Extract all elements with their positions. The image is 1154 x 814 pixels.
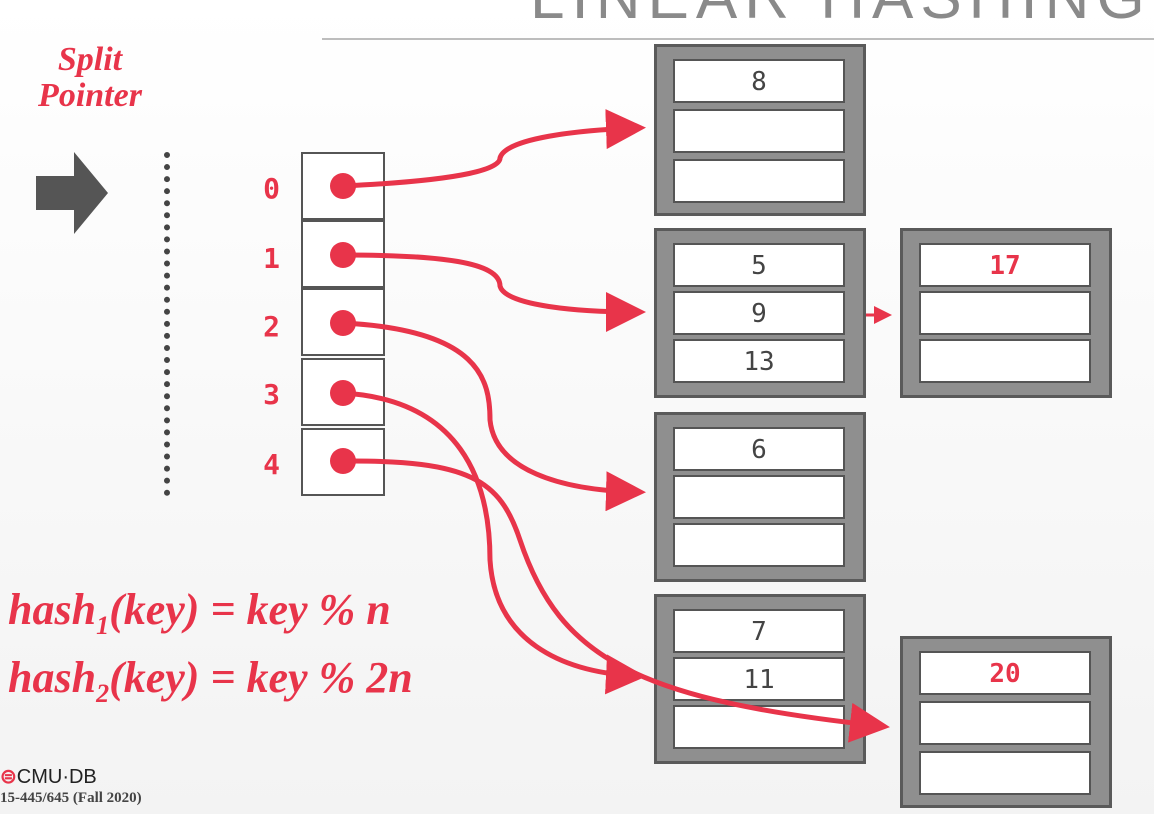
bucket-1-slot-1: 9: [673, 291, 845, 335]
overflow-bucket-4-slot-2: [919, 751, 1091, 795]
pointer-arrow-1: [340, 252, 646, 332]
directory-index-0: 0: [263, 172, 280, 205]
bucket-3-slot-0: 7: [673, 609, 845, 653]
directory-index-2: 2: [263, 310, 280, 343]
bucket-0: 8: [654, 44, 866, 216]
bucket-1: 5 9 13: [654, 228, 866, 398]
hash2-formula: hash2(key) = key % 2n: [8, 653, 413, 708]
cmu-db-logo-text: CMU·DB: [16, 766, 97, 788]
bucket-2: 6: [654, 412, 866, 582]
bucket-1-slot-0: 5: [673, 243, 845, 287]
split-pointer-arrow-icon: [36, 152, 108, 234]
overflow-bucket-4: 20: [900, 636, 1112, 808]
directory-slot-2: [301, 288, 385, 356]
overflow-bucket-1-slot-0: 17: [919, 243, 1091, 287]
directory-index-1: 1: [263, 242, 280, 275]
directory-slot-1: [301, 220, 385, 288]
overflow-bucket-1-slot-2: [919, 339, 1091, 383]
bucket-3-slot-2: [673, 705, 845, 749]
directory-slot-0: [301, 152, 385, 220]
bucket-1-slot-2: 13: [673, 339, 845, 383]
bucket-0-slot-1: [673, 109, 845, 153]
bucket-3: 7 11: [654, 594, 866, 764]
overflow-bucket-1-slot-1: [919, 291, 1091, 335]
course-label: 15-445/645 (Fall 2020): [0, 790, 142, 806]
bucket-0-slot-2: [673, 159, 845, 203]
directory-index-3: 3: [263, 378, 280, 411]
cmu-db-logo: ⊜CMU·DB: [0, 764, 97, 789]
overflow-bucket-4-slot-0: 20: [919, 651, 1091, 695]
overflow-bucket-4-slot-1: [919, 701, 1091, 745]
directory-slot-3: [301, 358, 385, 426]
slide-title: LINEAR HASHING: [530, 0, 1154, 33]
overflow-bucket-1: 17: [900, 228, 1112, 398]
cmu-db-logo-icon: ⊜: [0, 766, 17, 788]
bucket-2-slot-2: [673, 523, 845, 567]
directory-index-4: 4: [263, 448, 280, 481]
split-pointer-track: [164, 152, 176, 496]
directory-slot-4: [301, 428, 385, 496]
title-divider: [322, 38, 1154, 40]
bucket-2-slot-0: 6: [673, 427, 845, 471]
hash1-formula: hash1(key) = key % n: [8, 585, 391, 640]
bucket-3-slot-1: 11: [673, 657, 845, 701]
pointer-arrow-2: [340, 320, 646, 512]
bucket-0-slot-0: 8: [673, 59, 845, 103]
bucket-2-slot-1: [673, 475, 845, 519]
pointer-arrow-0: [340, 109, 646, 189]
